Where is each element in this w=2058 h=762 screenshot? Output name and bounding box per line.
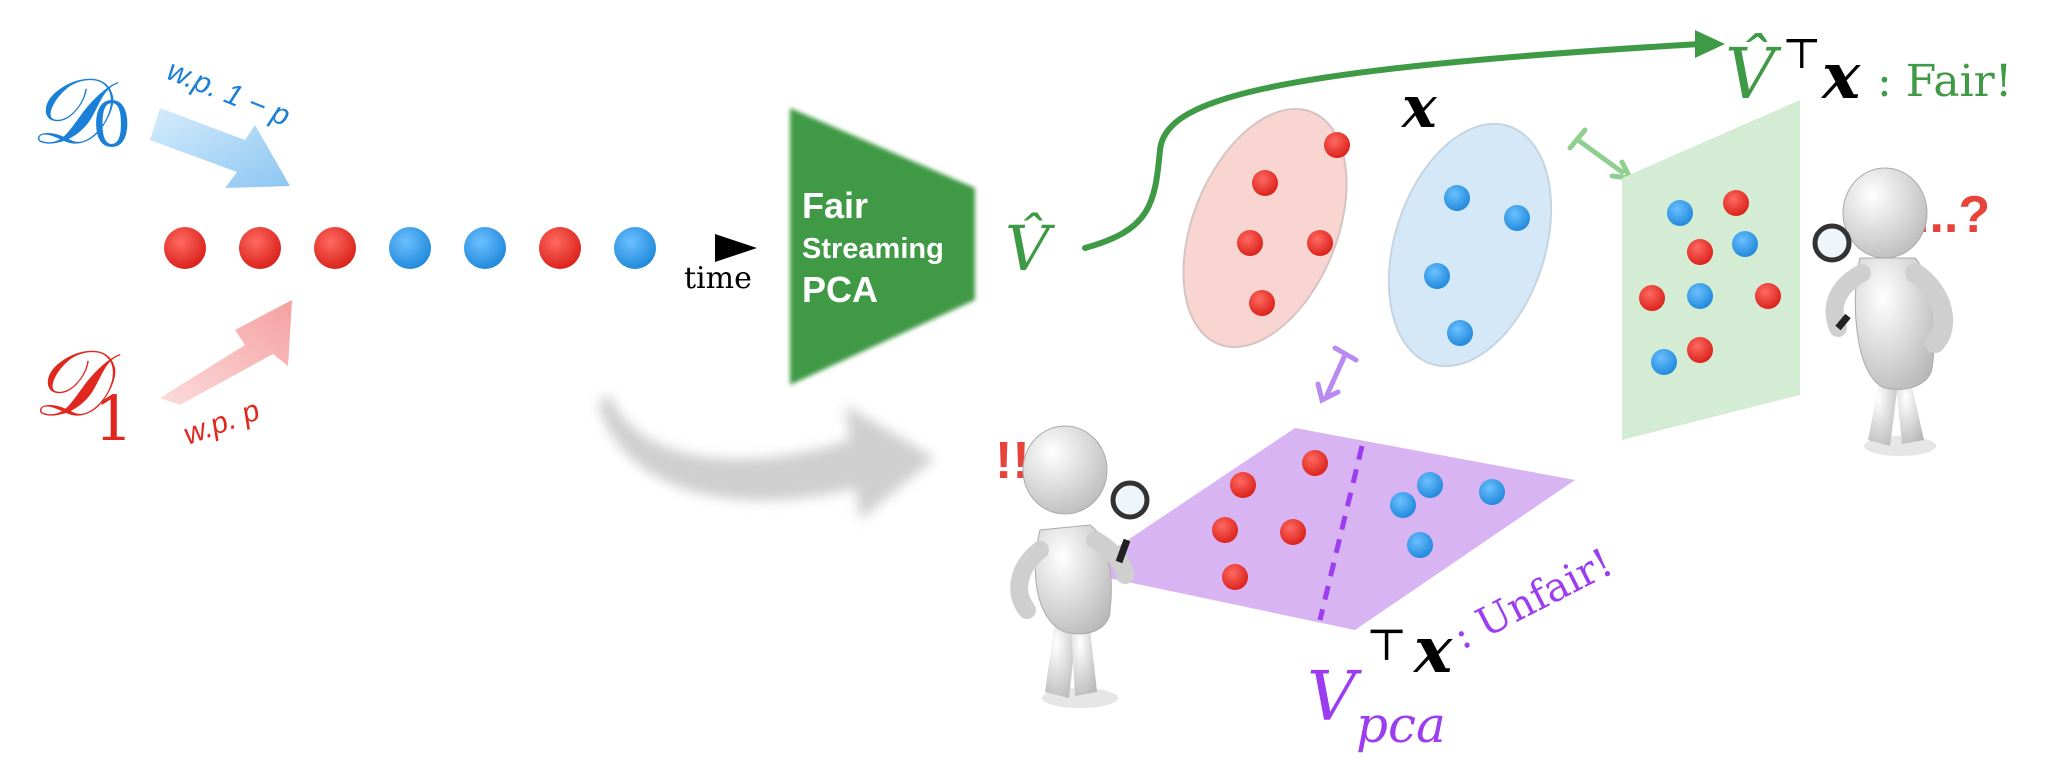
fair-v-hat: V̂ (1725, 33, 1782, 115)
observer-figure-fair (1812, 167, 1954, 456)
fair-panel-point-red (1755, 283, 1781, 309)
pca-trapezoid (790, 108, 975, 385)
cloud-points (1237, 132, 1530, 346)
unfair-panel-point-red (1212, 517, 1238, 543)
fair-projection-arrow (1082, 41, 1703, 251)
timeline-point-blue (389, 227, 431, 269)
fair-panel-point-blue (1667, 200, 1693, 226)
pca-label-fair: Fair (802, 185, 868, 226)
time-label: time (684, 261, 752, 296)
pca-label-pca: PCA (802, 269, 878, 310)
fair-transpose: ⊤ (1782, 29, 1822, 78)
d1-probability: w.p. p (179, 394, 264, 452)
unfair-panel-point-red (1230, 472, 1256, 498)
cloud-point-red (1324, 132, 1350, 158)
unfair-panel-plane (1080, 428, 1575, 630)
v-hat-symbol: V̂ (1005, 212, 1056, 285)
cloud-point-blue (1447, 320, 1473, 346)
timeline-arrowhead (715, 234, 757, 262)
fair-observer-reaction: ...? (1915, 186, 1990, 244)
unfair-subscript: pca (1356, 696, 1446, 754)
d1-arrow (160, 300, 292, 405)
cloud-point-red (1237, 230, 1263, 256)
unfair-panel-point-blue (1390, 492, 1416, 518)
unfair-v: V (1307, 658, 1362, 737)
decision-boundary (1317, 445, 1365, 621)
fair-x: x (1820, 39, 1861, 114)
fair-panel-point-red (1687, 239, 1713, 265)
timeline-point-blue (464, 227, 506, 269)
unfair-panel-point-blue (1407, 532, 1433, 558)
timeline-point-red (539, 227, 581, 269)
d0-arrow (150, 108, 290, 188)
timeline-point-red (314, 227, 356, 269)
cloud-point-blue (1424, 263, 1450, 289)
unfair-panel-point-red (1302, 450, 1328, 476)
unfair-transpose: ⊤ (1366, 620, 1407, 671)
unfair-panel-points (1212, 450, 1505, 590)
unfair-x: x (1412, 613, 1453, 688)
stream-d0: 𝒟 0 w.p. 1 − p (30, 54, 295, 188)
fair-panel-points (1639, 190, 1781, 375)
cloud-point-blue (1444, 185, 1470, 211)
unfair-panel-point-red (1222, 564, 1248, 590)
fair-panel-point-red (1639, 285, 1665, 311)
fair-verdict: : Fair! (1877, 56, 2012, 107)
cloud-point-blue (1504, 205, 1530, 231)
d0-subscript: 0 (92, 88, 131, 161)
data-cloud: x (1182, 73, 1553, 368)
magnifier-icon (1812, 223, 1852, 263)
timeline-points (164, 227, 656, 269)
cloud-point-red (1252, 170, 1278, 196)
timeline-point-blue (614, 227, 656, 269)
fair-panel-point-blue (1687, 283, 1713, 309)
fair-panel-point-red (1723, 190, 1749, 216)
x-symbol: x (1400, 73, 1438, 141)
d1-subscript: 1 (94, 382, 133, 455)
pca-label-streaming: Streaming (802, 233, 944, 265)
fair-panel-point-blue (1732, 231, 1758, 257)
fair-projection-arrowhead (1695, 30, 1725, 58)
cloud-point-red (1249, 290, 1275, 316)
magnifier-icon (1110, 480, 1150, 520)
fair-panel-plane (1622, 100, 1800, 440)
timeline-point-red (239, 227, 281, 269)
unfair-panel-point-blue (1417, 472, 1443, 498)
red-cluster-ellipse (1182, 108, 1348, 348)
maps-to-fair (1567, 127, 1635, 181)
unfair-panel-point-blue (1479, 479, 1505, 505)
fair-panel-point-blue (1651, 349, 1677, 375)
timeline-point-red (164, 227, 206, 269)
fair-projection-panel (1622, 100, 1800, 440)
unfair-projection-panel (1080, 428, 1575, 630)
fair-panel-point-red (1687, 337, 1713, 363)
cloud-point-red (1307, 230, 1333, 256)
blue-cluster-ellipse (1387, 122, 1553, 368)
unfair-panel-point-red (1280, 519, 1306, 545)
unfair-verdict: : Unfair! (1446, 540, 1620, 659)
maps-to-unfair (1315, 345, 1359, 404)
stream-d1: 𝒟 1 w.p. p (32, 300, 292, 455)
unfair-path-arrow (598, 395, 935, 520)
fair-streaming-pca-block: Fair Streaming PCA (790, 108, 975, 385)
timeline: time (45, 227, 757, 296)
observer-figure-unfair (1010, 425, 1150, 708)
